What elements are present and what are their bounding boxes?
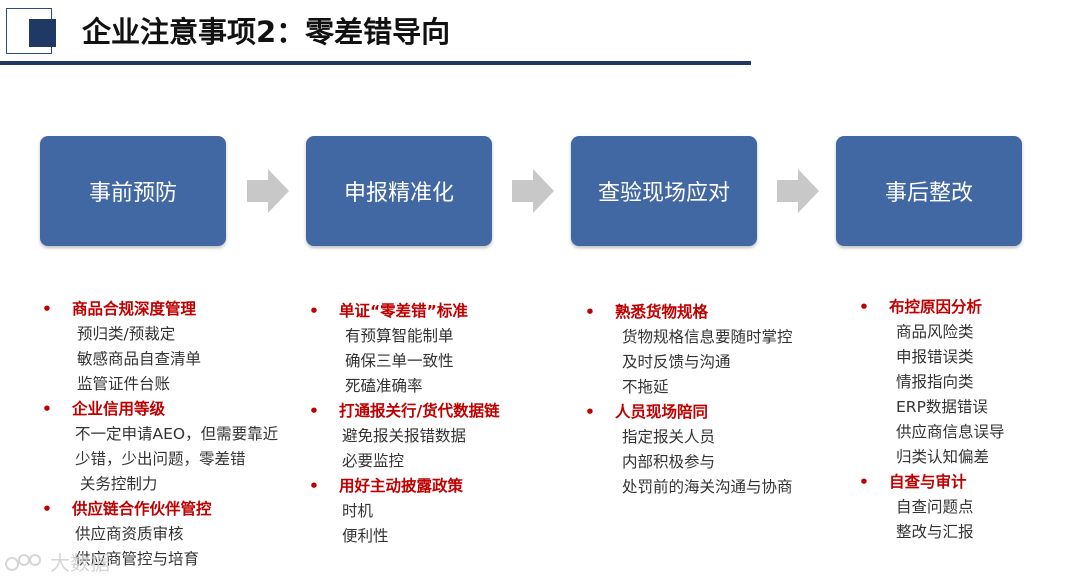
column-rectification: •布控原因分析 商品风险类 申报错误类 情报指向类 ERP数据错误 供应商信息误… <box>859 295 1005 545</box>
list-item: 内部积极参与 <box>622 453 716 471</box>
list-item: 确保三单一致性 <box>345 352 454 370</box>
section-heading: •单证“零差错”标准 <box>309 299 500 324</box>
bullet-icon: • <box>585 303 595 321</box>
title-underline <box>0 61 751 65</box>
bullet-icon: • <box>42 300 52 318</box>
list-item: 供应商信息误导 <box>896 423 1005 441</box>
arrow-right-icon <box>247 169 289 213</box>
stage-box-rectification: 事后整改 <box>836 136 1022 246</box>
list-item: 自查问题点 <box>896 498 974 516</box>
watermark-logo-icon <box>5 554 41 571</box>
column-declaration: •单证“零差错”标准 有预算智能制单 确保三单一致性 死磕准确率 •打通报关行/… <box>309 299 500 549</box>
section-heading: •商品合规深度管理 <box>42 297 278 322</box>
list-item: 归类认知偏差 <box>896 448 990 466</box>
watermark-text: 大数据 <box>50 551 110 575</box>
bullet-icon: • <box>309 402 319 420</box>
bullet-icon: • <box>42 500 52 518</box>
bullet-icon: • <box>42 400 52 418</box>
list-item: 供应商资质审核 <box>75 525 184 543</box>
list-item: 情报指向类 <box>896 373 974 391</box>
list-item: 商品风险类 <box>896 323 974 341</box>
list-item: 便利性 <box>342 527 389 545</box>
watermark: 大数据 <box>4 548 110 578</box>
stage-box-declaration: 申报精准化 <box>306 136 492 246</box>
list-item: 少错，少出问题，零差错 <box>75 450 246 468</box>
list-item: 处罚前的海关沟通与协商 <box>622 478 793 496</box>
list-item: 关务控制力 <box>75 475 158 493</box>
page-title: 企业注意事项2：零差错导向 <box>82 15 451 49</box>
list-item: 不拖延 <box>622 378 669 396</box>
list-item: 时机 <box>342 502 374 520</box>
list-item: 敏感商品自查清单 <box>77 350 202 368</box>
stage-box-inspection: 查验现场应对 <box>571 136 757 246</box>
list-item: 避免报关报错数据 <box>342 427 467 445</box>
list-item: 申报错误类 <box>896 348 974 366</box>
bullet-icon: • <box>859 298 869 316</box>
section-heading: •用好主动披露政策 <box>309 474 500 499</box>
list-item: 预归类/预裁定 <box>77 325 176 343</box>
list-item: 指定报关人员 <box>622 428 716 446</box>
section-heading: •企业信用等级 <box>42 397 278 422</box>
bullet-icon: • <box>859 473 869 491</box>
arrow-right-icon <box>777 169 819 213</box>
section-heading: •人员现场陪同 <box>585 400 793 425</box>
section-heading: •自查与审计 <box>859 470 1005 495</box>
section-heading: •打通报关行/货代数据链 <box>309 399 500 424</box>
list-item: 有预算智能制单 <box>345 327 454 345</box>
bullet-icon: • <box>585 403 595 421</box>
list-item: 不一定申请AEO，但需要靠近 <box>75 425 279 443</box>
title-logo-box <box>6 8 56 54</box>
column-inspection: •熟悉货物规格 货物规格信息要随时掌控 及时反馈与沟通 不拖延 •人员现场陪同 … <box>585 300 793 500</box>
stage-box-prevention: 事前预防 <box>40 136 226 246</box>
list-item: ERP数据错误 <box>896 398 988 416</box>
bullet-icon: • <box>309 477 319 495</box>
list-item: 及时反馈与沟通 <box>622 353 731 371</box>
list-item: 货物规格信息要随时掌控 <box>622 328 793 346</box>
list-item: 必要监控 <box>342 452 405 470</box>
list-item: 监管证件台账 <box>77 375 171 393</box>
list-item: 死磕准确率 <box>345 377 423 395</box>
section-heading: •布控原因分析 <box>859 295 1005 320</box>
arrow-right-icon <box>512 169 554 213</box>
title-logo-square <box>29 19 56 47</box>
list-item: 整改与汇报 <box>896 523 974 541</box>
bullet-icon: • <box>309 302 319 320</box>
list-item: 供应商管控与培育 <box>75 550 200 568</box>
section-heading: •供应链合作伙伴管控 <box>42 497 278 522</box>
section-heading: •熟悉货物规格 <box>585 300 793 325</box>
column-prevention: •商品合规深度管理 预归类/预裁定 敏感商品自查清单 监管证件台账 •企业信用等… <box>42 297 278 572</box>
